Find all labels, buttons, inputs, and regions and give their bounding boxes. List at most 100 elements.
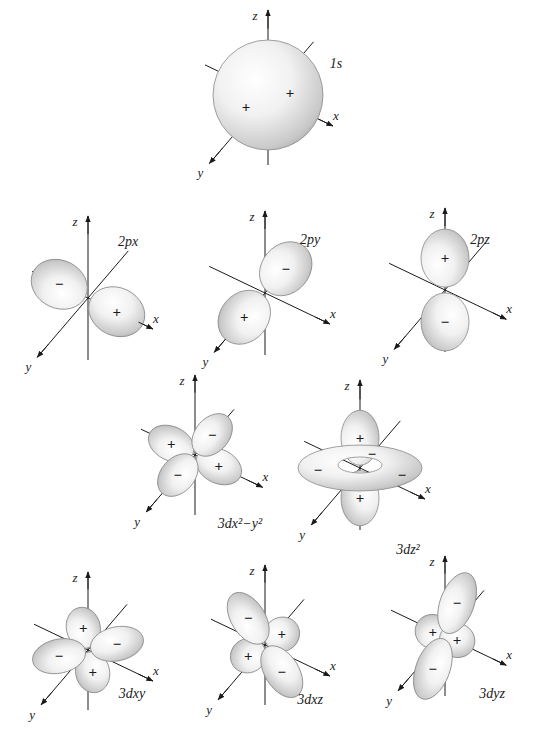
phase-sign: + bbox=[242, 100, 251, 115]
axis-label: y bbox=[25, 360, 31, 373]
torus-ring bbox=[298, 445, 422, 491]
axis-arrow bbox=[146, 499, 157, 512]
orbital-lobe bbox=[406, 633, 460, 705]
phase-sign: + bbox=[278, 627, 287, 642]
orbital-lobe bbox=[80, 278, 153, 346]
orbital-label: 2px bbox=[118, 235, 138, 249]
axis-label: x bbox=[330, 306, 336, 319]
axis-label: y bbox=[386, 693, 392, 706]
axis-label: y bbox=[206, 702, 212, 715]
orbital-label: 3dxz bbox=[297, 693, 323, 707]
axis-arrow bbox=[41, 693, 51, 705]
axis-arrow bbox=[210, 148, 223, 163]
phase-sign: − bbox=[208, 427, 217, 442]
axis-label: z bbox=[344, 379, 349, 392]
axis-arrow bbox=[445, 208, 446, 226]
orbital-lobe bbox=[249, 231, 323, 306]
phase-sign: − bbox=[441, 314, 450, 329]
orbital-label: 3dyz bbox=[479, 687, 505, 701]
axis-arrow bbox=[411, 492, 425, 499]
orbital-lobe bbox=[184, 406, 241, 465]
axis-arrows bbox=[37, 10, 506, 705]
axis-arrow bbox=[394, 336, 405, 349]
axis-label: y bbox=[299, 528, 305, 541]
phase-sign: + bbox=[429, 624, 438, 639]
phase-sign: + bbox=[88, 665, 97, 680]
axis-arrow bbox=[195, 375, 196, 393]
axis-label: y bbox=[29, 707, 35, 720]
axis-arrow bbox=[88, 216, 89, 234]
axis-label: y bbox=[202, 355, 208, 368]
axis-label: x bbox=[263, 470, 269, 483]
phase-sign: − bbox=[453, 596, 462, 611]
orbital-label: 2py bbox=[300, 233, 320, 247]
phase-sign: − bbox=[278, 664, 287, 679]
axis-label: y bbox=[134, 515, 140, 528]
axis-label: z bbox=[252, 9, 257, 22]
axis-label: z bbox=[429, 555, 434, 568]
phase-sign: − bbox=[314, 463, 323, 478]
axis-label: x bbox=[153, 663, 159, 676]
orbital-lobe bbox=[219, 585, 278, 652]
axis-arrow bbox=[316, 317, 330, 324]
phase-sign: + bbox=[453, 633, 462, 648]
orbital-label: 2pz bbox=[470, 233, 489, 247]
phase-sign: + bbox=[167, 436, 176, 451]
axis-arrow bbox=[360, 380, 361, 399]
axis-label: z bbox=[429, 207, 434, 220]
orbital-shapes bbox=[23, 40, 484, 705]
orbital-label: 3dx²−y² bbox=[218, 517, 262, 531]
phase-sign: − bbox=[244, 611, 253, 626]
orbital-lobe bbox=[421, 229, 469, 287]
phase-sign: + bbox=[286, 86, 295, 101]
phase-sign: + bbox=[112, 304, 121, 319]
axis-arrow bbox=[139, 322, 153, 329]
orbital-label: 1s bbox=[330, 57, 342, 71]
axis-label: x bbox=[425, 481, 431, 494]
axis-label: y bbox=[198, 166, 204, 179]
axis-arrow bbox=[88, 572, 89, 589]
axis-arrow bbox=[493, 313, 506, 319]
phase-sign: − bbox=[113, 636, 122, 651]
axis-label: x bbox=[333, 108, 339, 121]
axis-arrow bbox=[398, 679, 408, 691]
phase-sign: + bbox=[214, 459, 223, 474]
axis-label: x bbox=[330, 658, 336, 671]
axis-arrow bbox=[265, 565, 266, 583]
orbital-label: 3dxy bbox=[119, 687, 145, 701]
axis-arrow bbox=[319, 119, 333, 126]
axis-arrow bbox=[37, 344, 48, 357]
phase-sign: − bbox=[398, 468, 407, 483]
axis-label: y bbox=[382, 352, 388, 365]
phase-sign: + bbox=[356, 430, 365, 445]
axis-label: z bbox=[72, 215, 77, 228]
phase-sign: + bbox=[244, 648, 253, 663]
axis-arrow bbox=[311, 512, 322, 525]
phase-sign: + bbox=[79, 620, 88, 635]
axis-arrow bbox=[316, 669, 330, 676]
axis-label: z bbox=[249, 210, 254, 223]
s-orbital-sphere bbox=[213, 40, 323, 150]
axes bbox=[32, 10, 506, 710]
orbital-lobe bbox=[421, 293, 469, 351]
axis-arrow bbox=[268, 10, 269, 29]
axis-arrow bbox=[445, 556, 446, 574]
phase-sign: + bbox=[240, 310, 249, 325]
phase-sign: − bbox=[429, 661, 438, 676]
axis-arrow bbox=[218, 688, 228, 700]
axis-arrow bbox=[139, 674, 153, 681]
axis-label: z bbox=[179, 374, 184, 387]
phase-sign: − bbox=[368, 447, 377, 462]
phase-sign: − bbox=[55, 277, 64, 292]
phase-sign: − bbox=[174, 468, 183, 483]
axis-label: z bbox=[249, 564, 254, 577]
phase-sign: + bbox=[356, 491, 365, 506]
axis-label: x bbox=[506, 302, 512, 315]
phase-sign: + bbox=[441, 251, 450, 266]
axis-arrow bbox=[493, 659, 506, 665]
orbital-lobe bbox=[87, 622, 147, 666]
axis-arrow bbox=[248, 480, 263, 487]
axis-label: x bbox=[506, 648, 512, 661]
orbital-lobe bbox=[23, 250, 96, 318]
